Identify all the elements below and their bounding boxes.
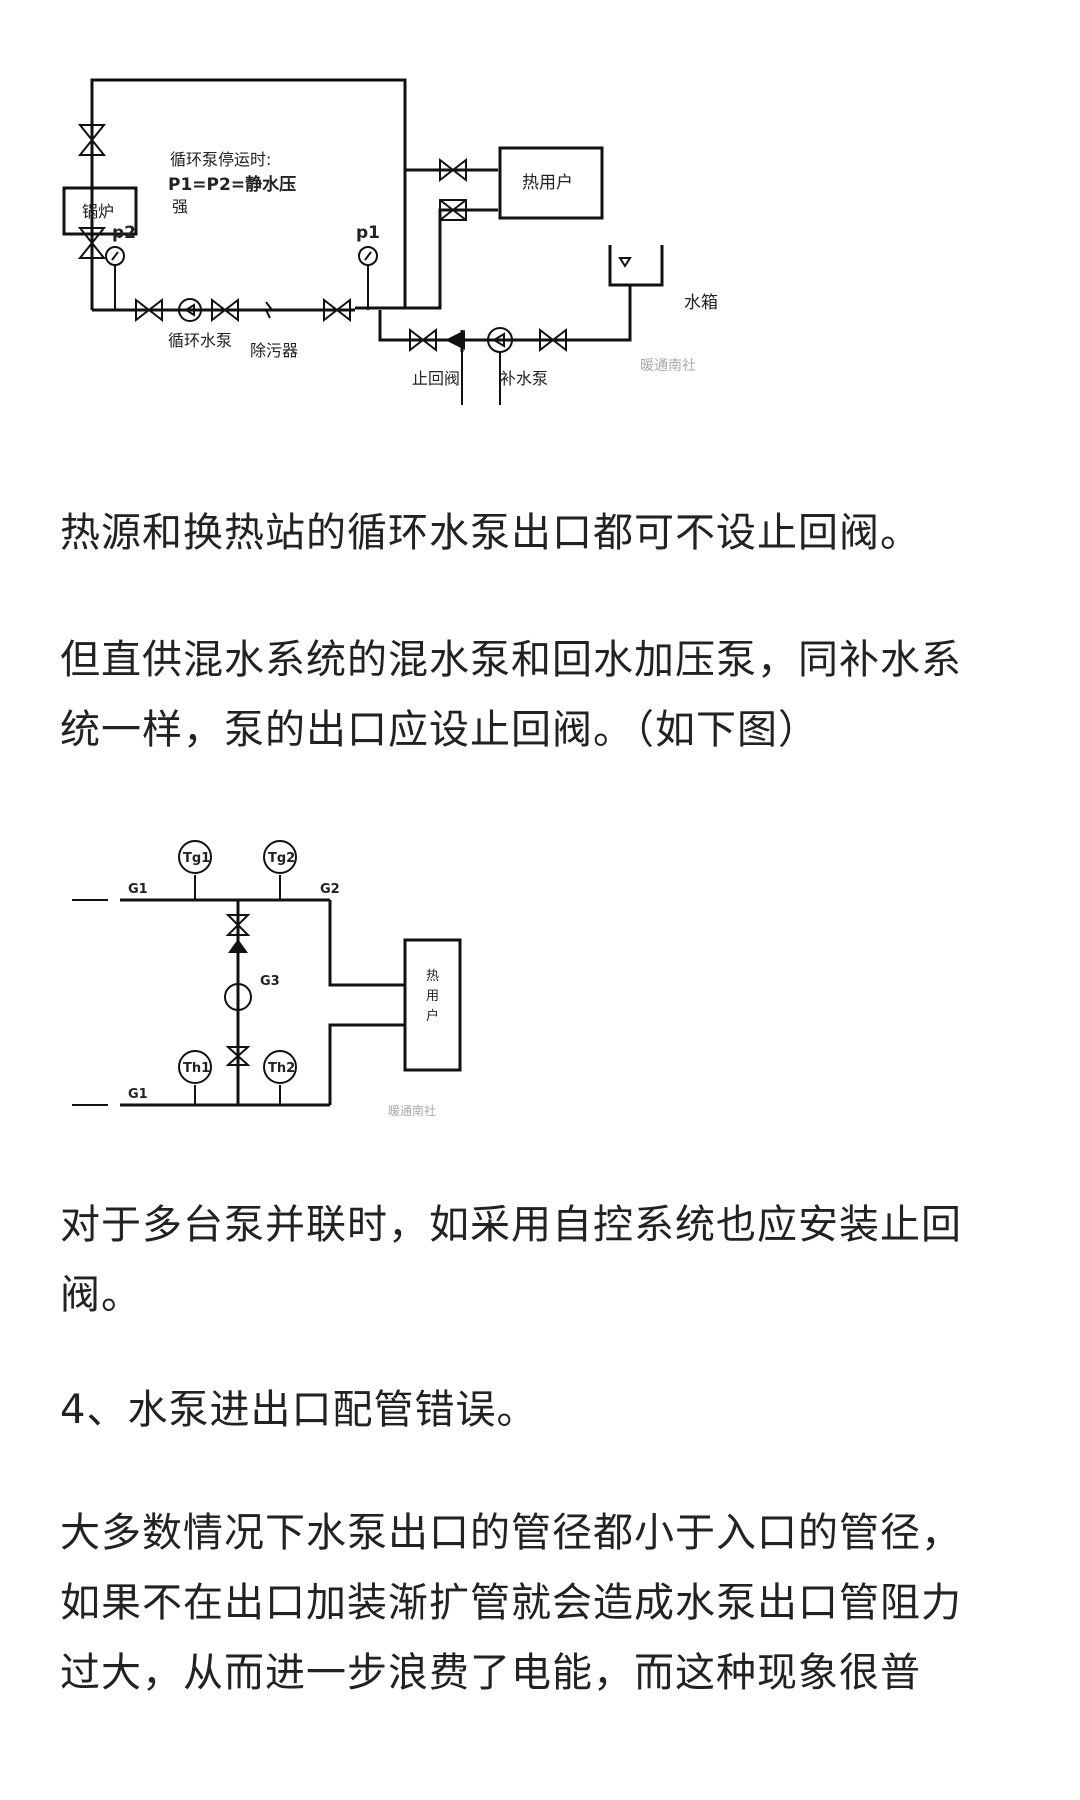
boiler-label: 锅炉 <box>82 202 114 221</box>
diagram-boiler-system: 循环泵停运时: P1=P2=静水压 强 锅炉 p2 p1 热用户 水箱 循环水泵… <box>62 78 718 405</box>
paragraph-2: 但直供混水系统的混水泵和回水加压泵，同补水系 统一样，泵的出口应设止回阀。（如下… <box>60 625 1020 765</box>
th2-label: Th2 <box>268 1061 295 1076</box>
paragraph-3: 对于多台泵并联时，如采用自控系统也应安装止回 阀。 <box>60 1190 1020 1330</box>
paragraph-3-line-2: 阀。 <box>60 1272 142 1318</box>
paragraph-1: 热源和换热站的循环水泵出口都可不设止回阀。 <box>60 498 1020 568</box>
heat-user-char-2: 用 <box>426 989 439 1004</box>
watermark-2: 暖通南社 <box>388 1103 436 1118</box>
watermark-1: 暖通南社 <box>640 358 696 374</box>
g1-top-label: G1 <box>128 882 148 897</box>
paragraph-3-line-1: 对于多台泵并联时，如采用自控系统也应安装止回 <box>60 1202 962 1248</box>
heat-user-box-2 <box>403 938 462 1072</box>
strainer-label: 除污器 <box>250 341 298 360</box>
p2-label: p2 <box>112 223 136 243</box>
paragraph-5-line-1: 大多数情况下水泵出口的管径都小于入口的管径， <box>60 1510 962 1556</box>
tg2-label: Tg2 <box>268 851 295 866</box>
p1-label: p1 <box>356 223 380 243</box>
heat-user-char-3: 户 <box>426 1008 439 1024</box>
paragraph-4: 4、水泵进出口配管错误。 <box>60 1375 1020 1445</box>
heat-user-box <box>498 146 604 220</box>
paragraph-4-line: 4、水泵进出口配管错误。 <box>60 1387 538 1433</box>
paragraph-2-line-1: 但直供混水系统的混水泵和回水加压泵，同补水系 <box>60 637 962 683</box>
paragraph-5: 大多数情况下水泵出口的管径都小于入口的管径， 如果不在出口加装渐扩管就会造成水泵… <box>60 1498 1020 1708</box>
water-tank-label: 水箱 <box>684 293 718 313</box>
makeup-pump-label: 补水泵 <box>500 369 548 388</box>
g2-label: G2 <box>320 882 340 897</box>
th1-label: Th1 <box>183 1061 210 1076</box>
paragraph-1-line: 热源和换热站的循环水泵出口都可不设止回阀。 <box>60 510 921 556</box>
note-line2: P1=P2=静水压 <box>168 174 296 195</box>
heat-user-label: 热用户 <box>522 173 573 193</box>
g1-bottom-label: G1 <box>128 1087 148 1102</box>
paragraph-2-line-2: 统一样，泵的出口应设止回阀。（如下图） <box>60 707 819 753</box>
note-line1: 循环泵停运时: <box>170 150 271 169</box>
check-valve-label: 止回阀 <box>412 369 460 388</box>
tg1-label: Tg1 <box>183 851 210 866</box>
note-line3: 强 <box>172 197 188 216</box>
paragraph-5-line-2: 如果不在出口加装渐扩管就会造成水泵出口管阻力 <box>60 1580 962 1626</box>
diagram-mixing-system: Tg1 Tg2 G1 G2 G3 Th1 Th2 G1 热 用 户 暖通南社 <box>72 840 462 1118</box>
circ-pump-label: 循环水泵 <box>168 331 232 350</box>
g3-label: G3 <box>260 974 280 989</box>
paragraph-5-line-3: 过大，从而进一步浪费了电能，而这种现象很普 <box>60 1650 921 1696</box>
heat-user-char-1: 热 <box>426 969 439 984</box>
